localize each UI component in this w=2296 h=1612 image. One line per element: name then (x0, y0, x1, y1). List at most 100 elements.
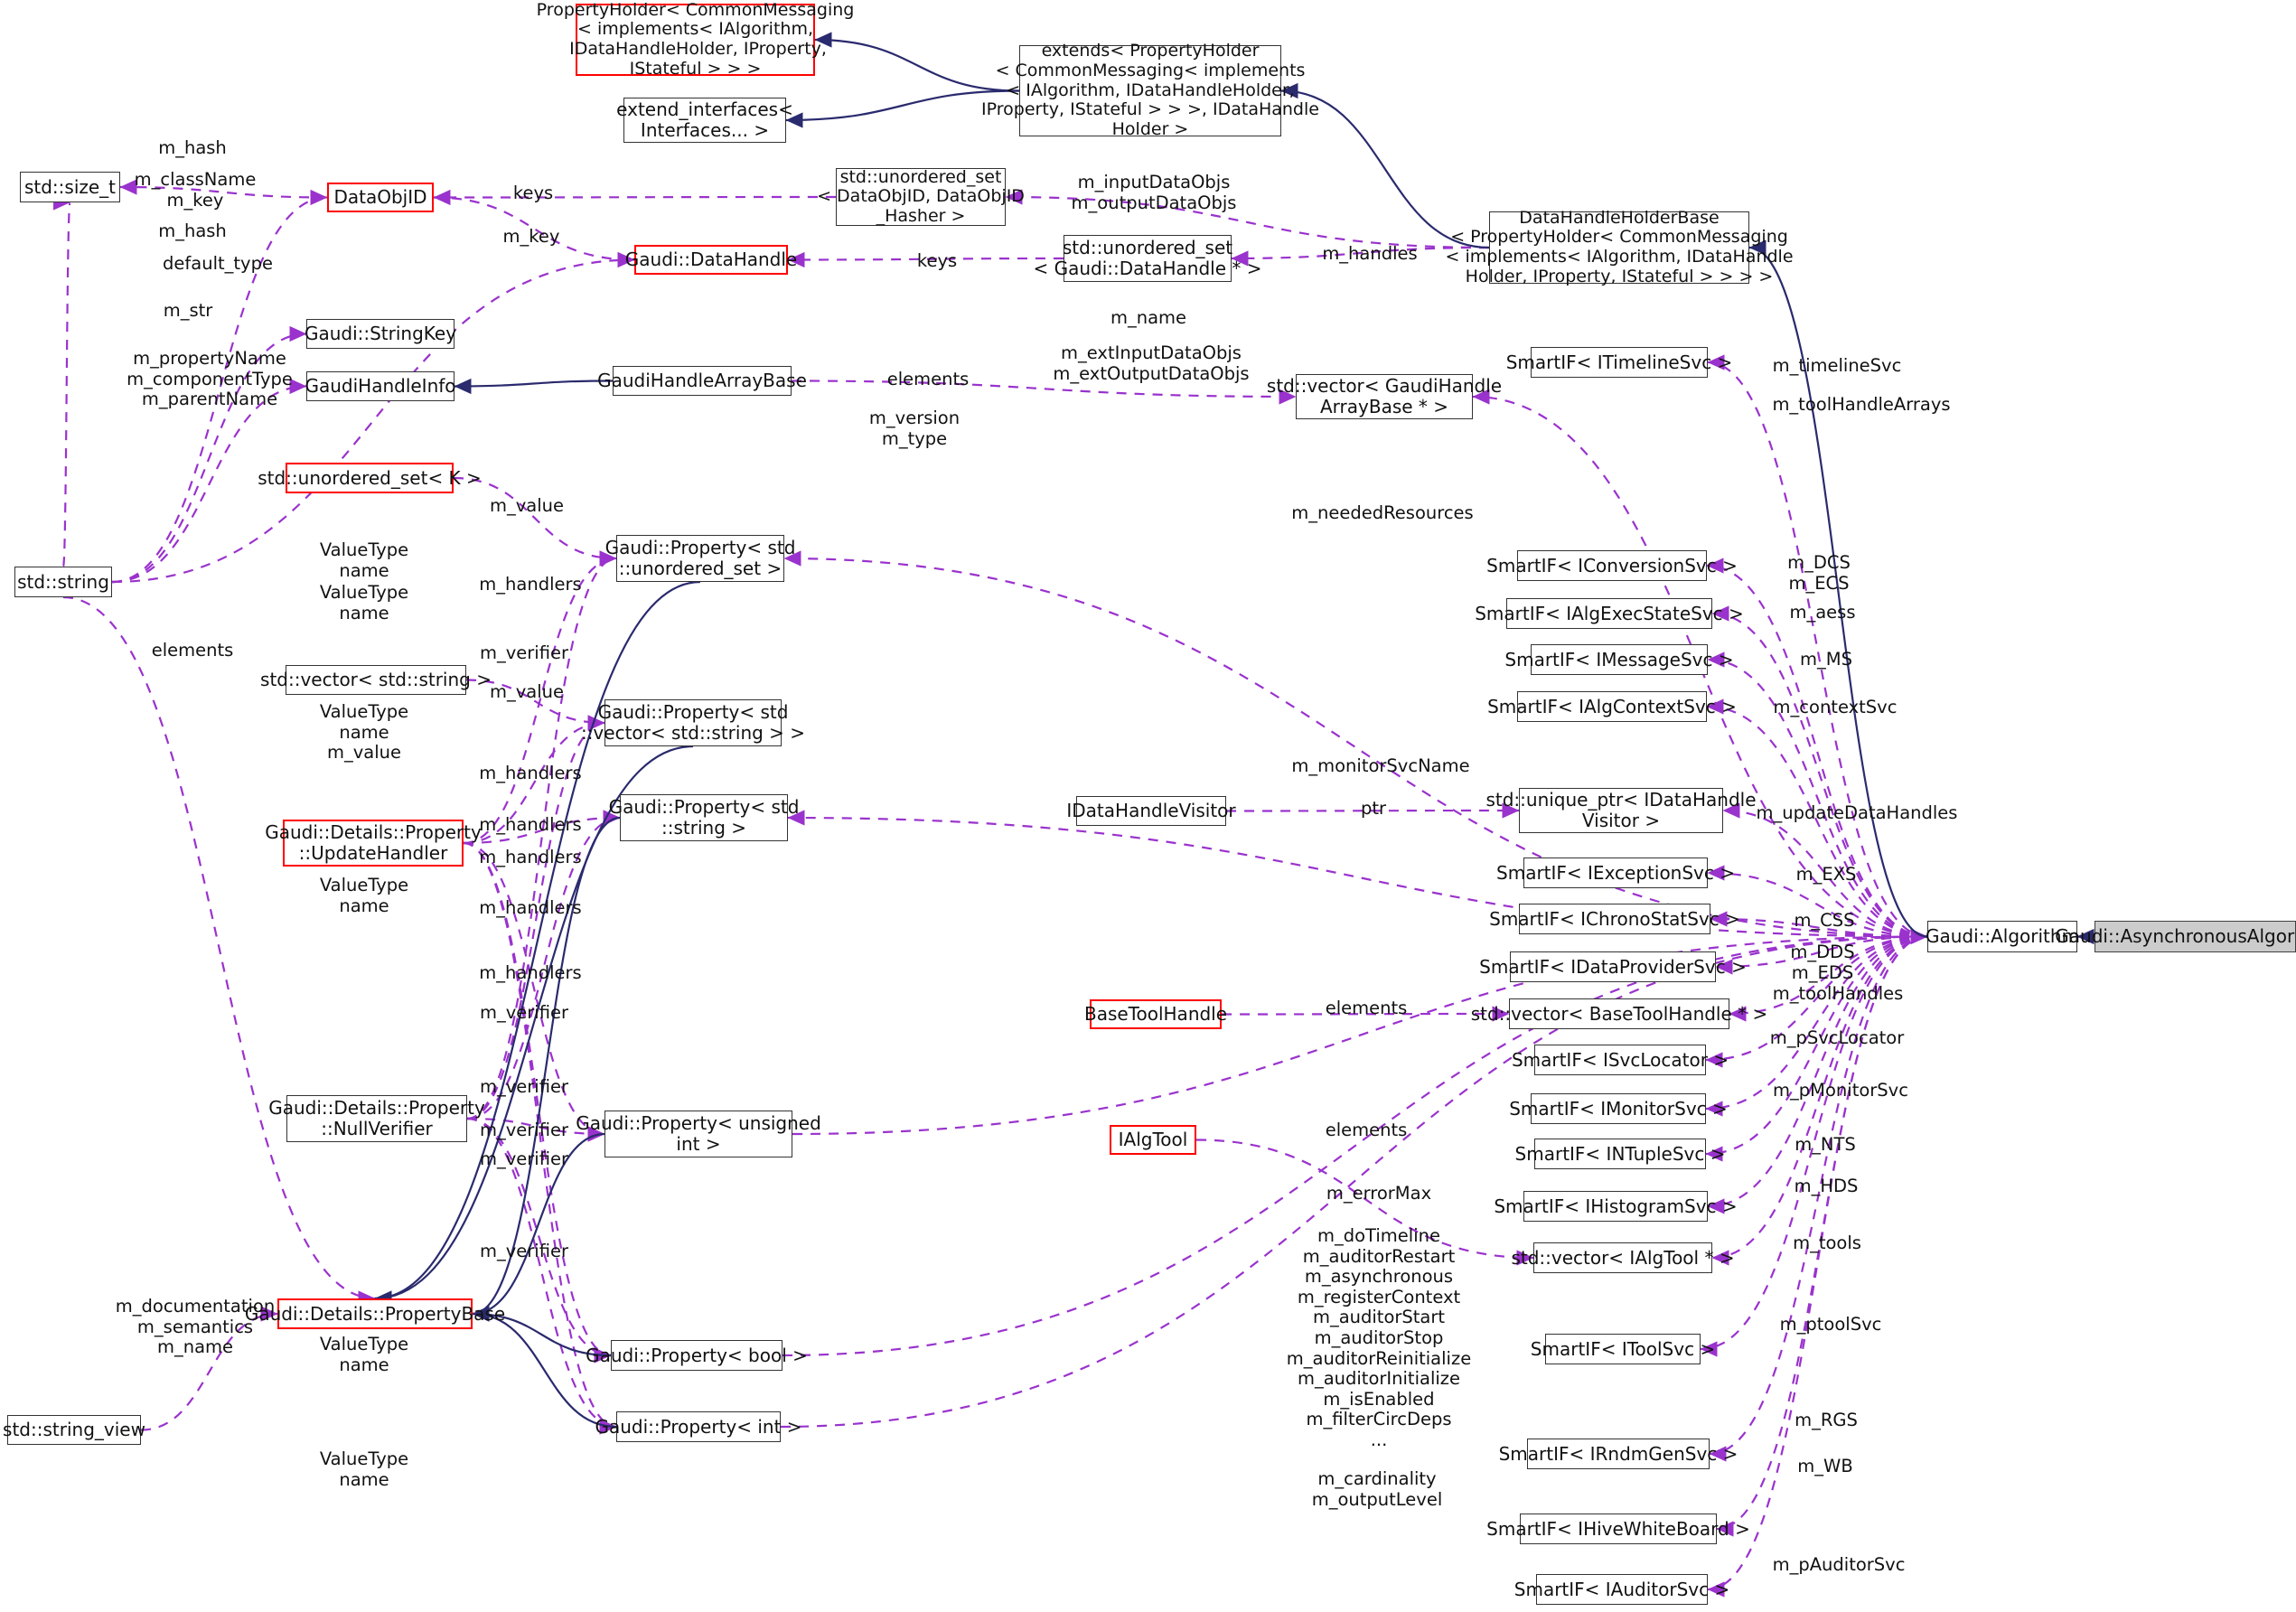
class-node-propertybase[interactable]: Gaudi::Details::PropertyBase (245, 1298, 505, 1329)
edge-label: m_verifier (479, 1120, 569, 1140)
edge-label: m_pSvcLocator (1769, 1027, 1905, 1048)
edge-label: m_handlers (479, 962, 582, 983)
edge-label: m_CSS (1794, 910, 1855, 931)
inheritance-edge (1280, 82, 1490, 249)
class-node-extends_ph[interactable]: extends< PropertyHolder < CommonMessagin… (981, 41, 1319, 139)
usage-edge (1707, 651, 1928, 938)
class-node-updatehandler[interactable]: Gaudi::Details::Property ::UpdateHandler (265, 820, 482, 867)
edge-label: m_pAuditorSvc (1772, 1554, 1906, 1575)
class-node-nullverifier[interactable]: Gaudi::Details::Property ::NullVerifier (268, 1095, 485, 1142)
edge-label: m_str (163, 300, 213, 321)
usage-edge (466, 715, 605, 1120)
edge-label: m_doTimeline m_auditorRestart m_asynchro… (1286, 1225, 1472, 1451)
inheritance-edge (472, 1132, 605, 1322)
class-node-prop_string[interactable]: Gaudi::Property< std ::string > (609, 794, 799, 841)
usage-edge (1709, 935, 1928, 1462)
class-node-smartif_hist[interactable]: SmartIF< IHistogramSvc > (1494, 1191, 1738, 1222)
edge-label: elements (1325, 1120, 1408, 1140)
class-node-uptr_idhv[interactable]: std::unique_ptr< IDataHandle Visitor > (1485, 788, 1757, 833)
edge-label: m_cardinality m_outputLevel (1311, 1468, 1443, 1510)
class-node-smartif_hive[interactable]: SmartIF< IHiveWhiteBoard > (1486, 1514, 1750, 1544)
class-node-idatahandlevisitor[interactable]: IDataHandleVisitor (1066, 796, 1236, 826)
edge-label: m_inputDataObjs m_outputDataObjs (1071, 172, 1237, 213)
edge-label: m_HDS (1794, 1176, 1859, 1196)
class-node-smartif_algexec[interactable]: SmartIF< IAlgExecStateSvc > (1475, 598, 1744, 629)
usage-edge (62, 595, 376, 1307)
class-node-smartif_ntuple[interactable]: SmartIF< INTupleSvc > (1515, 1139, 1725, 1169)
class-node-prop_uos[interactable]: Gaudi::Property< std ::unordered_set > (605, 535, 795, 582)
class-node-vec_string[interactable]: std::vector< std::string > (260, 665, 492, 695)
edge-label: m_toolHandles (1772, 983, 1904, 1004)
class-node-dhhb[interactable]: DataHandleHolderBase < PropertyHolder< C… (1445, 207, 1794, 286)
class-node-smartif_ctx[interactable]: SmartIF< IAlgContextSvc > (1487, 691, 1737, 722)
class-node-size_t[interactable]: std::size_t (20, 172, 120, 202)
usage-edge (791, 380, 1297, 405)
class-node-stringkey[interactable]: Gaudi::StringKey (305, 319, 456, 349)
class-node-ghab[interactable]: GaudiHandleArrayBase (597, 366, 807, 396)
usage-edge (140, 1306, 278, 1431)
usage-edge (1722, 802, 1928, 938)
inheritance-edge (1748, 239, 1928, 938)
edge-label: m_verifier (479, 1002, 569, 1023)
class-node-smartif_exc[interactable]: SmartIF< IExceptionSvc > (1496, 858, 1735, 888)
edge-label: m_value (489, 495, 565, 516)
edge-label: m_verifier (479, 1241, 569, 1261)
edge-label: m_verifier (479, 642, 569, 663)
class-node-smartif_toolsvc[interactable]: SmartIF< IToolSvc > (1531, 1334, 1715, 1364)
class-node-vec_ialgtool[interactable]: std::vector< IAlgTool * > (1511, 1242, 1735, 1273)
class-node-smartif_conv[interactable]: SmartIF< IConversionSvc > (1486, 550, 1738, 581)
class-node-prop_vec_string[interactable]: Gaudi::Property< std ::vector< std::stri… (581, 699, 805, 746)
class-node-uos_dataobjid[interactable]: std::unordered_set < DataObjID, DataObjI… (817, 166, 1025, 226)
class-node-smartif_timeline[interactable]: SmartIF< ITimelineSvc > (1506, 347, 1732, 378)
inheritance-edge (785, 89, 1020, 128)
class-node-dataobjid[interactable]: DataObjID (327, 183, 434, 212)
usage-edge (466, 1117, 617, 1435)
class-node-ialgtool[interactable]: IAlgTool (1110, 1125, 1196, 1155)
edge-label: m_handles (1322, 243, 1418, 264)
usage-edge (453, 476, 617, 567)
class-node-smartif_msg[interactable]: SmartIF< IMessageSvc > (1504, 644, 1734, 675)
class-node-uos_datahandle[interactable]: std::unordered_set < Gaudi::DataHandle *… (1033, 235, 1262, 282)
class-node-prop_uint[interactable]: Gaudi::Property< unsigned int > (576, 1111, 821, 1157)
class-node-prop_bool[interactable]: Gaudi::Property< bool > (586, 1340, 808, 1371)
edge-label: ValueType name (319, 1448, 409, 1490)
inheritance-edge (814, 32, 1020, 92)
class-node-propertyholder_cm[interactable]: PropertyHolder< CommonMessaging < implem… (536, 0, 855, 79)
class-node-extend_interfaces[interactable]: extend_interfaces< Interfaces... > (616, 98, 793, 143)
class-node-prop_int[interactable]: Gaudi::Property< int > (595, 1411, 802, 1442)
class-node-vec_ghab[interactable]: std::vector< GaudiHandle ArrayBase * > (1266, 374, 1503, 419)
edge-label: m_handlers (479, 847, 582, 867)
edge-label: m_handlers (479, 897, 582, 918)
inheritance-edge (472, 1306, 612, 1357)
edge-label: m_documentation m_semantics m_name (115, 1296, 276, 1358)
usage-edge (111, 189, 328, 584)
class-node-gaudihandleinfo[interactable]: GaudiHandleInfo (305, 371, 456, 401)
edge-label: m_hash (158, 137, 227, 158)
class-node-std_string[interactable]: std::string (14, 567, 112, 597)
usage-edge (1707, 354, 1928, 938)
edge-label: elements (886, 369, 970, 389)
class-node-string_view[interactable]: std::string_view (3, 1415, 145, 1445)
edge-label: m_MS (1800, 649, 1852, 670)
class-node-smartif_monitor[interactable]: SmartIF< IMonitorSvc > (1509, 1093, 1728, 1124)
class-node-gaudi_algorithm[interactable]: Gaudi::Algorithm (1926, 921, 2079, 952)
class-node-basetoolhandle[interactable]: BaseToolHandle (1084, 999, 1227, 1029)
class-node-gaudi_datahandle[interactable]: Gaudi::DataHandle (625, 245, 797, 275)
usage-edge (1705, 935, 1928, 1117)
edge-label: m_EXS (1795, 864, 1857, 885)
class-node-smartif_svcloc[interactable]: SmartIF< ISvcLocator > (1512, 1045, 1729, 1075)
class-node-async_algorithm[interactable]: Gaudi::AsynchronousAlgorithm (2055, 921, 2296, 952)
edge-label: m_verifier (479, 1148, 569, 1169)
class-node-uos_k[interactable]: std::unordered_set< K > (258, 463, 482, 493)
class-node-smartif_dataprov[interactable]: SmartIF< IDataProviderSvc > (1479, 951, 1747, 982)
usage-edge (1729, 935, 1928, 1022)
class-node-smartif_rndm[interactable]: SmartIF< IRndmGenSvc > (1499, 1439, 1738, 1469)
class-node-smartif_auditor[interactable]: SmartIF< IAuditorSvc > (1514, 1574, 1729, 1605)
usage-edge (111, 378, 307, 584)
edge-label: m_contextSvc (1773, 697, 1898, 717)
class-node-smartif_chrono[interactable]: SmartIF< IChronoStatSvc > (1489, 904, 1740, 934)
class-node-vec_basetoolhandle[interactable]: std::vector< BaseToolHandle * > (1471, 998, 1767, 1029)
usage-edge (1472, 389, 1928, 938)
edge-label: m_monitorSvcName (1291, 755, 1470, 776)
